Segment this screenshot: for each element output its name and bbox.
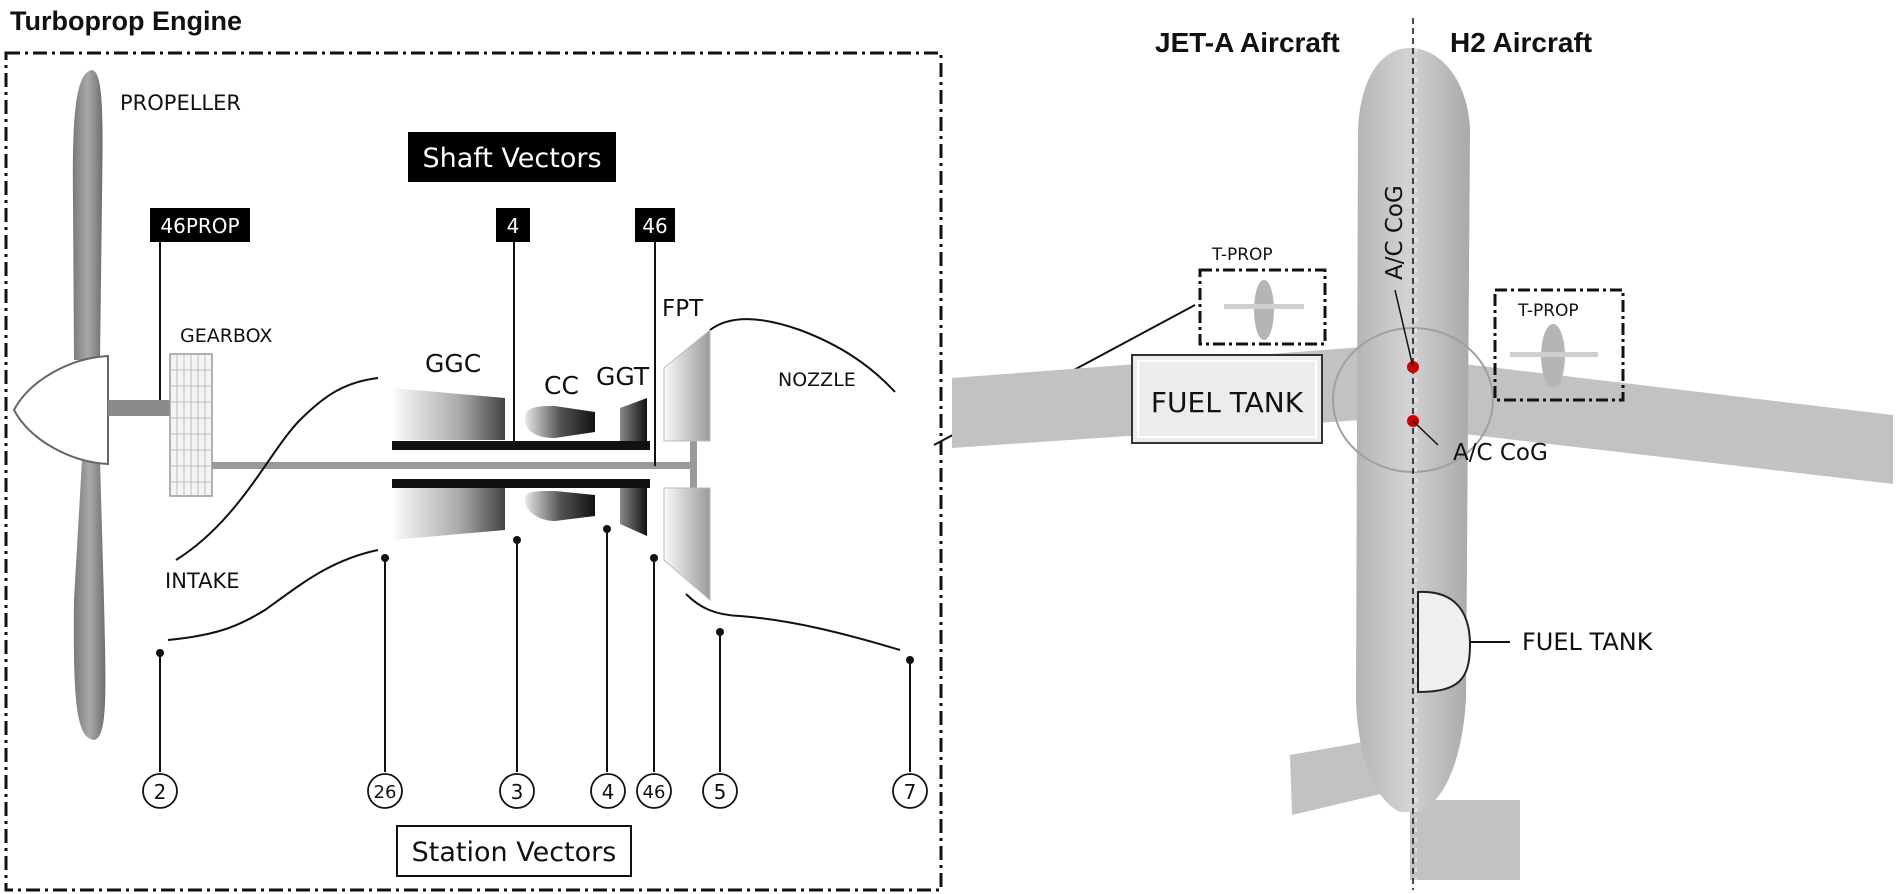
- station-leader-4: [603, 525, 611, 772]
- station-vectors-title: Station Vectors: [412, 837, 617, 868]
- fpt-label: FPT: [662, 296, 704, 322]
- shaft-tag-46: [635, 208, 675, 242]
- nozzle-label: NOZZLE: [778, 369, 856, 391]
- hp-spool-upper: [392, 441, 650, 450]
- station-circle-46: [636, 773, 672, 809]
- fuel-tank-fuselage-label: FUEL TANK: [1522, 628, 1654, 656]
- station-label-46: 46: [643, 782, 666, 803]
- station-label-7: 7: [904, 780, 917, 804]
- tprop-right-label: T-PROP: [1517, 301, 1579, 321]
- cog-left-label: A/C CoG: [1382, 185, 1408, 280]
- nozzle-lower-line: [685, 593, 901, 651]
- propeller-label: PROPELLER: [120, 91, 241, 115]
- station-circle-7: [892, 773, 928, 809]
- fpt-lower: [663, 487, 711, 602]
- jet-a-title: JET-A Aircraft: [1155, 27, 1340, 58]
- fpt-upper: [663, 328, 711, 442]
- engine-title: Turboprop Engine: [10, 6, 242, 36]
- horizontal-stabilizer-left: [1290, 740, 1385, 815]
- shaft-vectors-title: Shaft Vectors: [422, 143, 601, 174]
- horizontal-stabilizer-right: [1410, 800, 1520, 880]
- station-label-2: 2: [154, 780, 167, 804]
- h2-title: H2 Aircraft: [1450, 27, 1592, 58]
- propeller-icon: [12, 70, 170, 740]
- main-shaft: [212, 462, 694, 469]
- tprop-left-label: T-PROP: [1211, 245, 1273, 265]
- engine-frame: [4, 51, 943, 892]
- station-circle-5: [702, 773, 738, 809]
- tprop-right-box: [1493, 288, 1625, 402]
- fuel-tank-fuselage-shape: [1417, 590, 1472, 694]
- tprop-left-box: [1198, 268, 1327, 346]
- ggt-label: GGT: [596, 362, 650, 391]
- station-circle-4: [590, 773, 626, 809]
- station-leader-46: [650, 554, 658, 772]
- cc-upper: [525, 406, 595, 438]
- gearbox-icon: [169, 353, 213, 497]
- station-leader-26: [381, 554, 389, 772]
- cc-lower: [525, 490, 595, 521]
- shaft-end: [690, 441, 697, 488]
- ggt-lower: [620, 488, 647, 536]
- nozzle-upper-line: [709, 318, 896, 393]
- right-wing: [1430, 360, 1893, 484]
- cog-right-label: A/C CoG: [1453, 440, 1548, 466]
- station-label-26: 26: [374, 782, 397, 803]
- shaft-vectors-box: [408, 132, 616, 182]
- intake-label: INTAKE: [165, 569, 240, 593]
- station-vectors-box: [396, 825, 632, 877]
- cc-label: CC: [544, 371, 579, 400]
- station-label-5: 5: [714, 780, 727, 804]
- shaft-label-46prop: 46PROP: [160, 214, 239, 238]
- tprop-left-engine-icon: [1224, 280, 1304, 340]
- shaft-tag-46prop: [150, 208, 250, 242]
- tprop-right-engine-icon: [1510, 324, 1598, 388]
- intake-lower-line: [167, 549, 379, 641]
- station-leader-3: [513, 536, 521, 772]
- station-circle-2: [142, 773, 178, 809]
- fuel-tank-wing-box: [1131, 354, 1323, 444]
- hp-spool-lower: [392, 479, 650, 488]
- station-circle-3: [499, 773, 535, 809]
- ggc-label: GGC: [425, 349, 481, 378]
- ggt-upper: [620, 398, 647, 441]
- station-circle-26: [367, 773, 403, 809]
- shaft-label-4: 4: [507, 214, 520, 238]
- station-leader-7: [906, 656, 914, 772]
- intake-upper-line: [175, 377, 379, 561]
- fuel-tank-wing-label: FUEL TANK: [1151, 386, 1304, 419]
- gearbox-label: GEARBOX: [180, 325, 272, 347]
- fuel-tank-wing-inner: [1137, 360, 1317, 438]
- ggc-upper: [392, 388, 505, 440]
- ggc-lower: [392, 488, 505, 540]
- cog-leader-h2: [1412, 420, 1439, 446]
- station-leader-2: [156, 649, 164, 772]
- shaft-tag-4: [496, 208, 530, 242]
- station-label-3: 3: [511, 780, 524, 804]
- station-leader-5: [716, 628, 724, 772]
- cog-leader-jet: [1394, 289, 1414, 368]
- shaft-label-46: 46: [642, 214, 667, 238]
- station-label-4: 4: [602, 780, 615, 804]
